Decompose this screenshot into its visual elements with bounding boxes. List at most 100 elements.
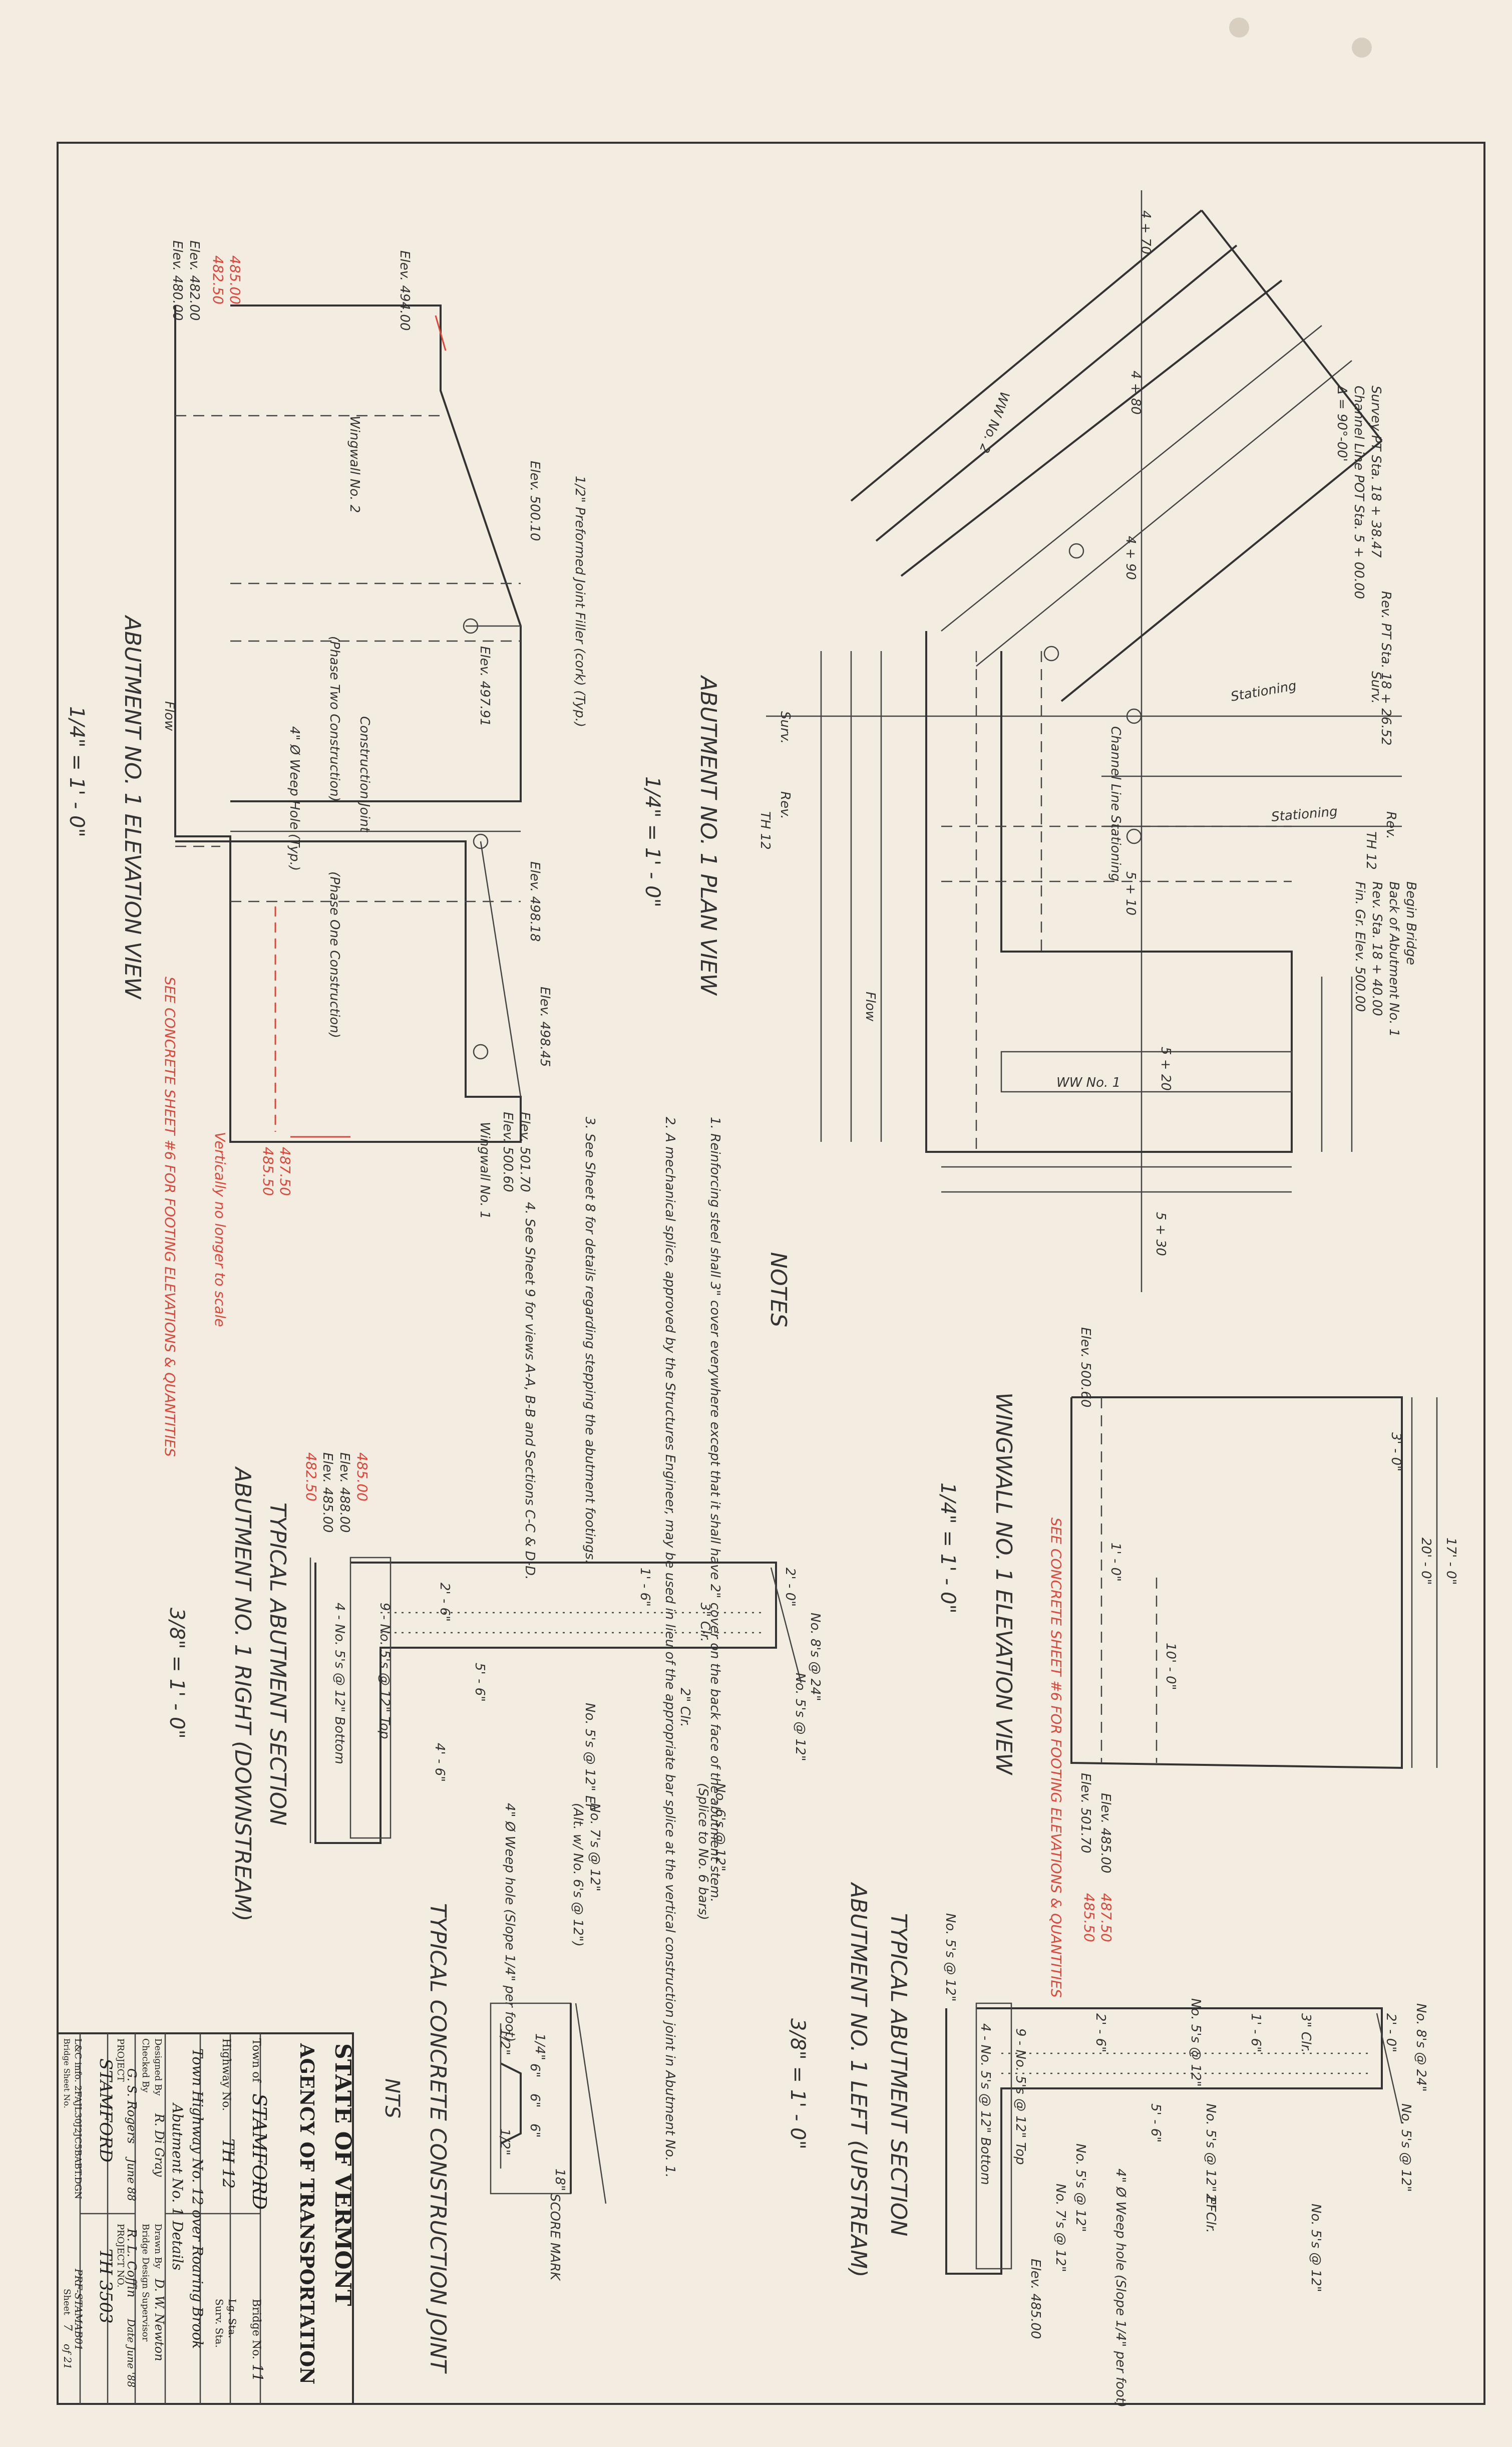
rev-2: Rev. bbox=[778, 791, 793, 819]
town-value: STAMFORD bbox=[248, 2093, 270, 2210]
supervisor-label: Bridge Design Supervisor bbox=[140, 2224, 151, 2342]
sr-dim-1-6: 1' - 6" bbox=[637, 1568, 652, 1607]
wing-see-concrete: SEE CONCRETE SHEET #6 FOR FOOTING ELEVAT… bbox=[1048, 1517, 1064, 1998]
ww1-label: WW No. 1 bbox=[1056, 1075, 1120, 1090]
sr-dim-2-0: 2' - 0" bbox=[783, 1568, 798, 1607]
elev-500-10: Elev. 500.10 bbox=[527, 461, 542, 541]
joint-6b: 6" bbox=[527, 2093, 542, 2108]
red-487-50: 487.50 bbox=[277, 1147, 293, 1196]
wingwall-scale: 1/4" = 1' - 0" bbox=[936, 1482, 959, 1614]
rev-sta: Rev. Sta. 18 + 40.00 bbox=[1369, 881, 1384, 1016]
elev-title: ABUTMENT NO. 1 ELEVATION VIEW bbox=[120, 615, 145, 1000]
flow-elev: Flow bbox=[162, 701, 177, 731]
sl-dim-5-6: 5' - 6" bbox=[1148, 2103, 1163, 2143]
elev-500-60: Elev. 500.60 bbox=[500, 1112, 515, 1192]
phase-one: (Phase One Construction) bbox=[327, 871, 342, 1038]
elev-497-91: Elev. 497.91 bbox=[477, 646, 492, 726]
joint-18: 18" bbox=[552, 2169, 567, 2191]
sr-weep: 4" Ø Weep hole (Slope 1/4" per foot) bbox=[502, 1803, 517, 2042]
sr-dim-5-6: 5' - 6" bbox=[472, 1663, 487, 1702]
sl-no5-12ef: No. 5's @ 12" EF bbox=[1203, 2103, 1218, 2212]
sr-elev-485: Elev. 485.00 bbox=[320, 1452, 335, 1533]
sl-elev-485: Elev. 485.00 bbox=[1028, 2259, 1043, 2339]
sr-clr3: 3" Clr. bbox=[697, 1603, 712, 1642]
highway-value: TH 12 bbox=[219, 2138, 238, 2189]
elev-498-45: Elev. 498.45 bbox=[537, 987, 552, 1067]
checked-by-label: Checked By bbox=[140, 2038, 151, 2093]
lg-sta-label: Lg. Sta. bbox=[226, 2299, 238, 2338]
elevation-view: Elev. 482.00 Elev. 480.00 485.00 482.50 … bbox=[65, 240, 587, 1457]
score-mark: SCORE MARK bbox=[547, 2194, 562, 2281]
sr-alt: (Alt. w/ No. 6's @ 12") bbox=[570, 1803, 585, 1947]
sr-elev-488: Elev. 488.00 bbox=[337, 1452, 352, 1533]
weep-elev: 4" Ø Weep Hole (Typ.) bbox=[287, 726, 302, 871]
joint-title: TYPICAL CONCRETE CONSTRUCTION JOINT bbox=[425, 1903, 451, 2374]
sr-no7: No. 7's @ 12" bbox=[587, 1803, 602, 1892]
checked-by: G. S. Rogers bbox=[125, 2068, 139, 2144]
wingwall-title: WINGWALL NO. 1 ELEVATION VIEW bbox=[991, 1392, 1016, 1775]
begin-bridge: Begin Bridge bbox=[1403, 881, 1418, 965]
sr-no5-top: 9 - No. 5's @ 12" Top bbox=[377, 1603, 392, 1739]
wing-red-485-50: 485.50 bbox=[1081, 1893, 1097, 1942]
sheet-of: of 21 bbox=[62, 2344, 74, 2369]
elev-480: Elev. 480.00 bbox=[170, 240, 185, 321]
red-485: 485.00 bbox=[227, 255, 243, 304]
sr-no5-12: No. 5's @ 12" bbox=[793, 1673, 808, 1761]
joint-scale: NTS bbox=[381, 2078, 404, 2118]
plan-title: ABUTMENT NO. 1 PLAN VIEW bbox=[695, 675, 721, 996]
sta-490: 4 + 90 bbox=[1123, 536, 1138, 580]
wing-dim-3: 3' - 0" bbox=[1388, 1432, 1403, 1471]
wing-elev-485: Elev. 485.00 bbox=[1098, 1793, 1113, 1873]
sr-no5-12ef: No. 5's @ 12" EF bbox=[582, 1703, 597, 1811]
project-value: STAMFORD bbox=[96, 2058, 116, 2163]
elev-482: Elev. 482.00 bbox=[187, 240, 202, 321]
sl-weep: 4" Ø Weep hole (Slope 1/4" per foot) bbox=[1113, 2169, 1128, 2407]
bridge-no-value: 11 bbox=[249, 2364, 266, 2382]
sl-clr2: 2" Clr. bbox=[1203, 2194, 1218, 2233]
joint-half2: 1/2" bbox=[497, 2128, 512, 2156]
sect-right-title1: TYPICAL ABUTMENT SECTION bbox=[265, 1502, 290, 1825]
sheet-value: 7 bbox=[61, 2324, 74, 2331]
elev-scale: 1/4" = 1' - 0" bbox=[65, 706, 88, 837]
section-right: No. 8's @ 24" No. 5's @ 12" No. 5's @ 12… bbox=[165, 1452, 823, 2042]
sl-dim-1-6: 1' - 6" bbox=[1248, 2013, 1263, 2052]
project-label: PROJECT bbox=[115, 2038, 126, 2082]
sl-no8: No. 8's @ 24" bbox=[1413, 2003, 1428, 2092]
sl-dim-2-0: 2' - 0" bbox=[1383, 2013, 1398, 2052]
sl-no5-12: No. 5's @ 12" bbox=[1398, 2103, 1413, 2192]
joint-6a: 6" bbox=[527, 2063, 542, 2078]
sr-splice: (Splice to No. 6 bars) bbox=[695, 1783, 710, 1920]
vertically: Vertically no longer to scale bbox=[212, 1132, 228, 1327]
title-block: STATE OF VERMONT AGENCY OF TRANSPORTATIO… bbox=[57, 2032, 355, 2405]
description-1: Town Highway No. 12 over Roaring Brook bbox=[189, 2048, 206, 2349]
sr-no5-bottom: 4 - No. 5's @ 12" Bottom bbox=[332, 1603, 347, 1764]
red-482-50: 482.50 bbox=[210, 255, 226, 304]
wingwall-2: Wingwall No. 2 bbox=[347, 416, 362, 513]
bridge-no-label: Bridge No. bbox=[250, 2299, 262, 2359]
see-concrete-elev: SEE CONCRETE SHEET #6 FOR FOOTING ELEVAT… bbox=[162, 977, 178, 1457]
rev-pt: Rev. PT Sta. 18 + 26.52 bbox=[1378, 591, 1393, 746]
supervisor-date: Date June '88 bbox=[125, 2318, 137, 2387]
sta-510: 5 + 10 bbox=[1123, 871, 1138, 915]
sr-dim-2-6: 2' - 6" bbox=[437, 1583, 452, 1622]
construction-joint-detail: 18" 6" 6" 6" 1/2" 1/2" 1/4" SCORE MARK T… bbox=[381, 1903, 607, 2374]
surv-sta-label: Surv. Sta. bbox=[213, 2299, 225, 2348]
sect-right-scale: 3/8" = 1' - 0" bbox=[165, 1608, 188, 1739]
sl-clr3: 3" Clr. bbox=[1298, 2013, 1313, 2053]
elev-494: Elev. 494.00 bbox=[397, 250, 412, 331]
fin-gr: Fin. Gr. Elev. 500.00 bbox=[1352, 881, 1367, 1012]
punch-hole bbox=[1229, 18, 1249, 38]
sl-no5-d: No. 5's @ 12" bbox=[1073, 2144, 1088, 2232]
note-3: 3. See Sheet 8 for details regarding ste… bbox=[582, 1117, 597, 1564]
wing-dim-17: 17' - 0" bbox=[1443, 1538, 1458, 1585]
wing-dim-1: 1' - 0" bbox=[1108, 1543, 1123, 1582]
phase-two: (Phase Two Construction) bbox=[327, 636, 342, 802]
note-4: 4. See Sheet 9 for views A-A, B-B and Se… bbox=[522, 1202, 537, 1580]
construction-joint: Construction Joint bbox=[357, 716, 372, 832]
note-1: 1. Reinforcing steel shall 3" cover ever… bbox=[707, 1117, 722, 1902]
sl-no5-12b: No. 5's @ 12" bbox=[1308, 2204, 1323, 2292]
project-no-label: PROJECT NO. bbox=[115, 2224, 126, 2287]
delta: Δ = 90°-00' bbox=[1334, 385, 1349, 462]
